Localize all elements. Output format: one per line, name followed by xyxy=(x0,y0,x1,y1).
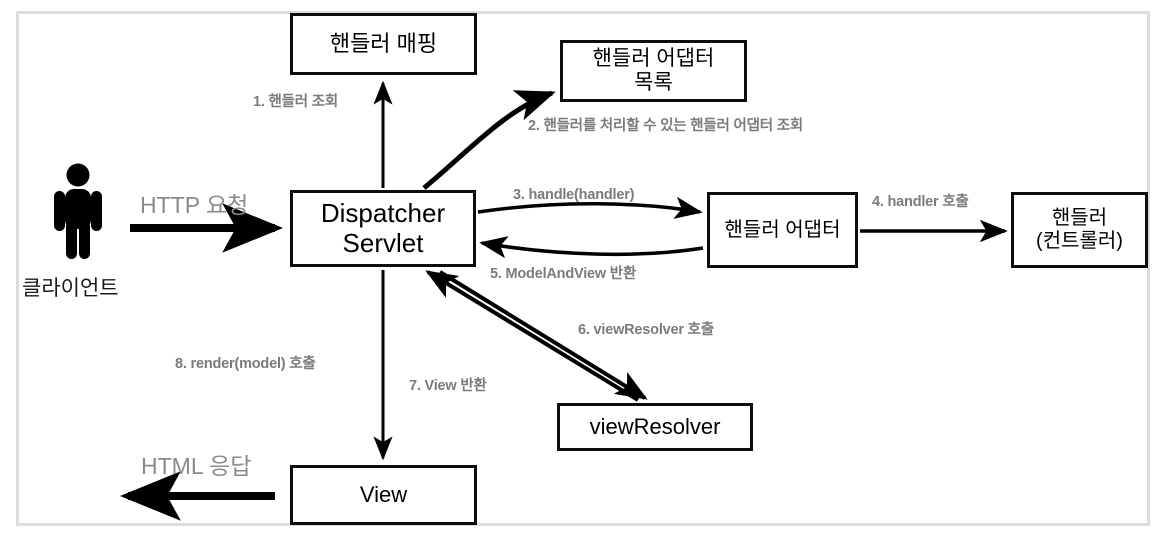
node-handler-adapter[interactable]: 핸들러 어댑터 xyxy=(707,192,858,268)
edge-label-step-6: 6. viewResolver 호출 xyxy=(578,322,714,338)
edge-label-step-2: 2. 핸들러를 처리할 수 있는 핸들러 어댑터 조회 xyxy=(528,118,804,134)
edge-label-step-8: 8. render(model) 호출 xyxy=(175,356,316,372)
node-handler-adapter-list[interactable]: 핸들러 어댑터 목록 xyxy=(560,40,747,102)
node-view-label: View xyxy=(359,482,408,508)
edge-label-step-1: 1. 핸들러 조회 xyxy=(253,94,339,110)
node-dispatcher-servlet-label: Dispatcher Servlet xyxy=(320,197,446,258)
node-handler-controller[interactable]: 핸들러 (컨트롤러) xyxy=(1011,192,1148,268)
edge-label-http-response: HTML 응답 xyxy=(141,453,252,479)
node-view[interactable]: View xyxy=(290,465,477,525)
edge-label-step-4: 4. handler 호출 xyxy=(872,194,969,210)
node-dispatcher-servlet[interactable]: Dispatcher Servlet xyxy=(290,190,476,267)
edge-label-step-5: 5. ModelAndView 반환 xyxy=(490,266,637,282)
client-label: 클라이언트 xyxy=(22,277,119,300)
edge-label-step-3: 3. handle(handler) xyxy=(513,187,635,203)
node-view-resolver[interactable]: viewResolver xyxy=(557,403,753,451)
node-handler-adapter-list-label: 핸들러 어댑터 목록 xyxy=(592,46,715,94)
node-handler-controller-label: 핸들러 (컨트롤러) xyxy=(1036,207,1123,252)
node-view-resolver-label: viewResolver xyxy=(589,414,721,440)
client-person-icon xyxy=(50,163,106,264)
node-handler-mapping-label: 핸들러 매핑 xyxy=(329,31,438,57)
edge-label-http-request: HTTP 요청 xyxy=(140,192,249,218)
node-handler-mapping[interactable]: 핸들러 매핑 xyxy=(290,13,477,75)
node-handler-adapter-label: 핸들러 어댑터 xyxy=(724,218,841,241)
edge-label-step-7: 7. View 반환 xyxy=(409,378,487,394)
